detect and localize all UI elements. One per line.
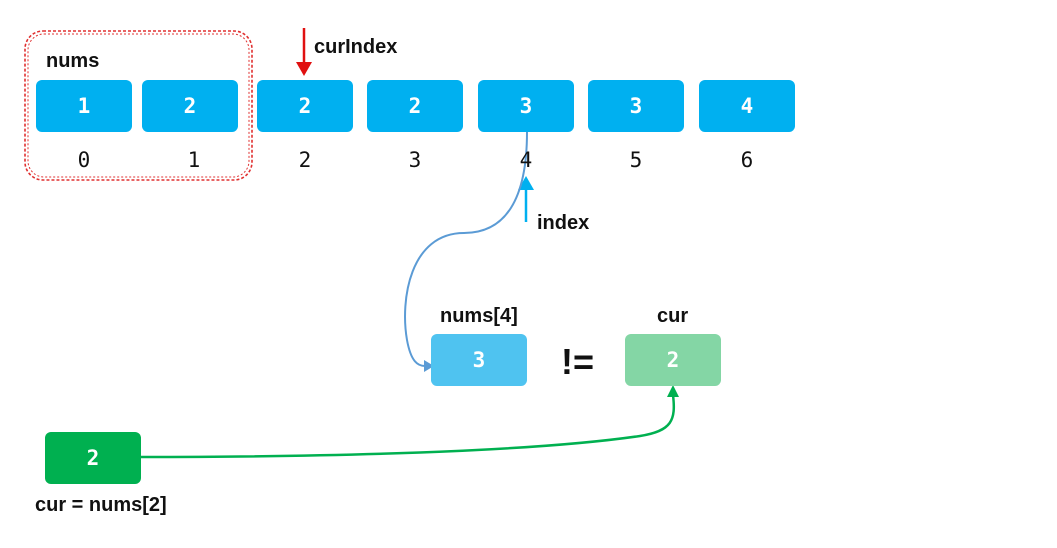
value-flow-arrow-head [424,360,434,372]
right-compare-box: 2 [625,334,721,386]
left-box-label: nums[4] [440,305,518,327]
array-index-2: 2 [298,148,312,172]
array-cell-5: 3 [588,80,684,132]
array-index-0: 0 [77,148,91,172]
array-cell-0: 1 [36,80,132,132]
array-index-4: 4 [519,148,533,172]
cur-flow-curve [140,394,675,459]
array-cell-2: 2 [257,80,353,132]
cur-value-box: 2 [45,432,141,484]
array-cell-1: 2 [142,80,238,132]
processed-region-outline-inner [27,33,250,178]
value-flow-curve [404,131,528,367]
array-cell-6: 4 [699,80,795,132]
index-arrow-head [518,176,534,190]
cur-index-arrow-head [296,62,312,76]
right-box-label: cur [657,305,689,327]
cur-assignment-caption: cur = nums[2] [35,494,167,516]
index-label: index [537,212,590,234]
array-cell-3: 2 [367,80,463,132]
array-label: nums [46,50,100,72]
array-index-5: 5 [629,148,643,172]
cur-flow-arrow-head [667,385,679,397]
array-index-3: 3 [408,148,422,172]
not-equal-operator: != [561,341,595,382]
left-compare-box: 3 [431,334,527,386]
processed-region-outline [24,30,253,181]
array-index-6: 6 [740,148,754,172]
array-cell-4: 3 [478,80,574,132]
array-index-1: 1 [187,148,201,172]
cur-index-label: curIndex [314,36,398,58]
